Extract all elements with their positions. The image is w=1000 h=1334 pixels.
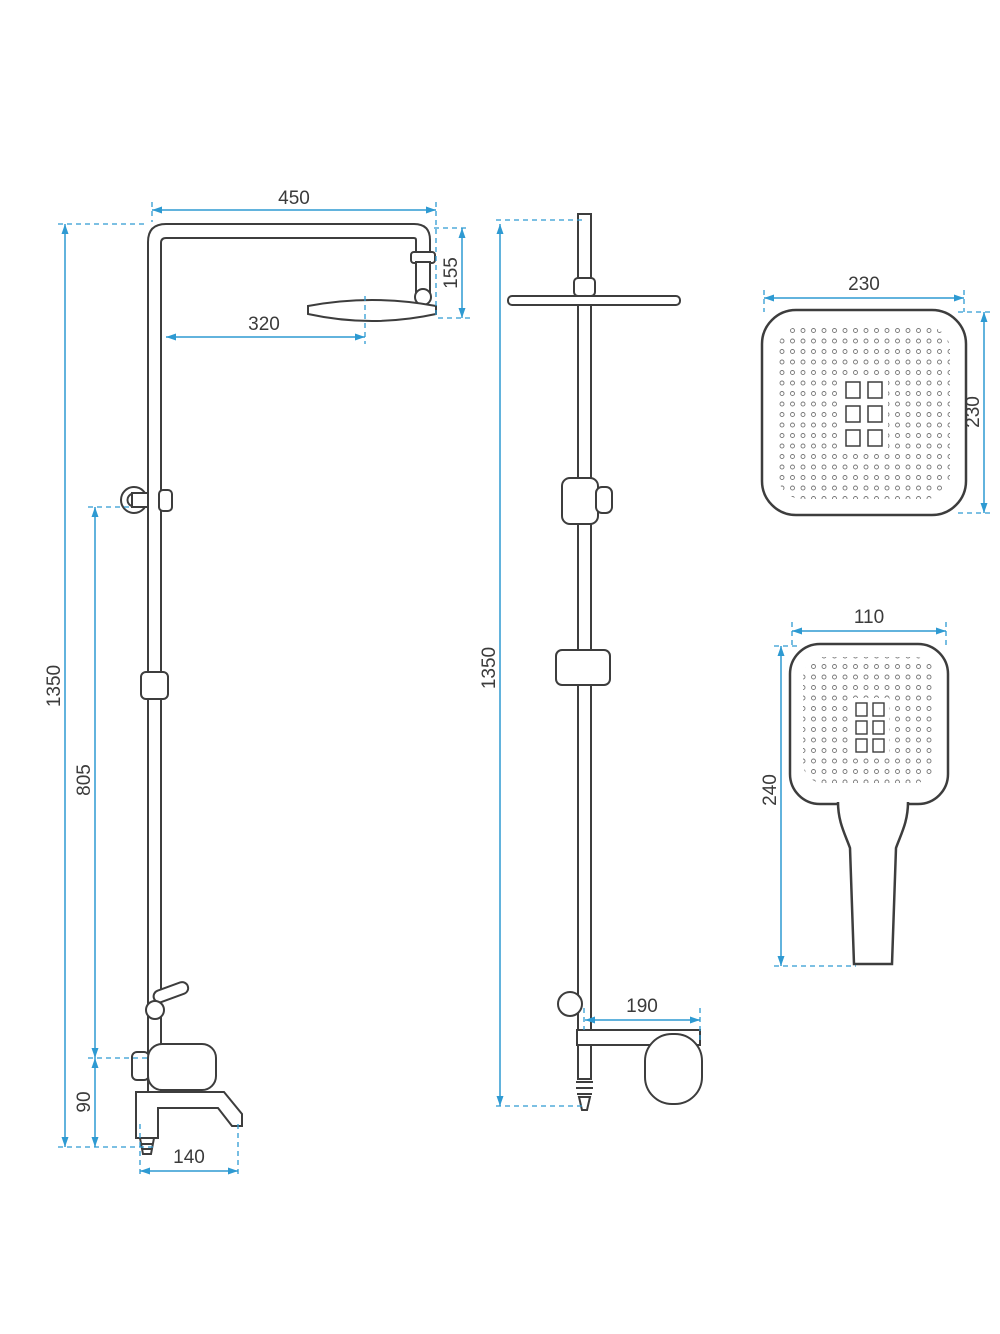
dimension-lines — [61, 206, 988, 1175]
dim-label-spout-reach: 190 — [626, 996, 658, 1017]
side-view — [507, 213, 703, 1111]
side-head-knob — [573, 277, 596, 297]
dim-label-arm-width: 450 — [278, 188, 310, 209]
dim-label-head-height: 155 — [441, 257, 462, 289]
dim-label-head-depth: 230 — [963, 396, 984, 428]
riser-pipe-and-arm — [147, 223, 431, 1093]
head-center-logo — [840, 376, 888, 450]
slider-ring — [140, 671, 169, 700]
dim-label-head-offset: 320 — [248, 314, 280, 335]
dim-label-base-width: 140 — [173, 1147, 205, 1168]
extension-lines — [58, 202, 990, 1178]
side-slider-dish — [555, 649, 611, 686]
side-hose-outlet — [576, 1044, 593, 1111]
diverter-lever — [145, 981, 190, 1020]
head-connector — [410, 251, 436, 306]
side-spout — [576, 1029, 703, 1105]
side-bracket — [561, 477, 613, 525]
dim-label-mixer-height: 90 — [74, 1091, 95, 1112]
side-head-plate — [507, 295, 681, 306]
rain-head-front — [307, 299, 437, 322]
dim-label-hand-width: 110 — [854, 607, 884, 628]
side-diverter-knob — [557, 991, 583, 1017]
dim-label-hand-length: 240 — [760, 774, 781, 806]
head-top-view — [760, 308, 968, 517]
front-view — [120, 223, 437, 1155]
bracket-knob — [158, 489, 173, 512]
dim-label-total-height-side: 1350 — [479, 647, 500, 689]
mixer-body — [131, 1043, 217, 1091]
hand-shower-center-logo — [851, 698, 889, 756]
dim-label-head-width: 230 — [848, 274, 880, 295]
hand-shower-handle — [836, 801, 910, 966]
hand-shower-view — [788, 642, 950, 966]
dimension-labels: 450 155 320 1350 805 90 140 1350 190 230… — [44, 188, 984, 1168]
dim-label-hose-height: 805 — [74, 764, 95, 796]
spout-tray — [135, 1091, 243, 1155]
dim-label-total-height-front: 1350 — [44, 665, 65, 707]
side-pipe — [577, 213, 592, 1077]
